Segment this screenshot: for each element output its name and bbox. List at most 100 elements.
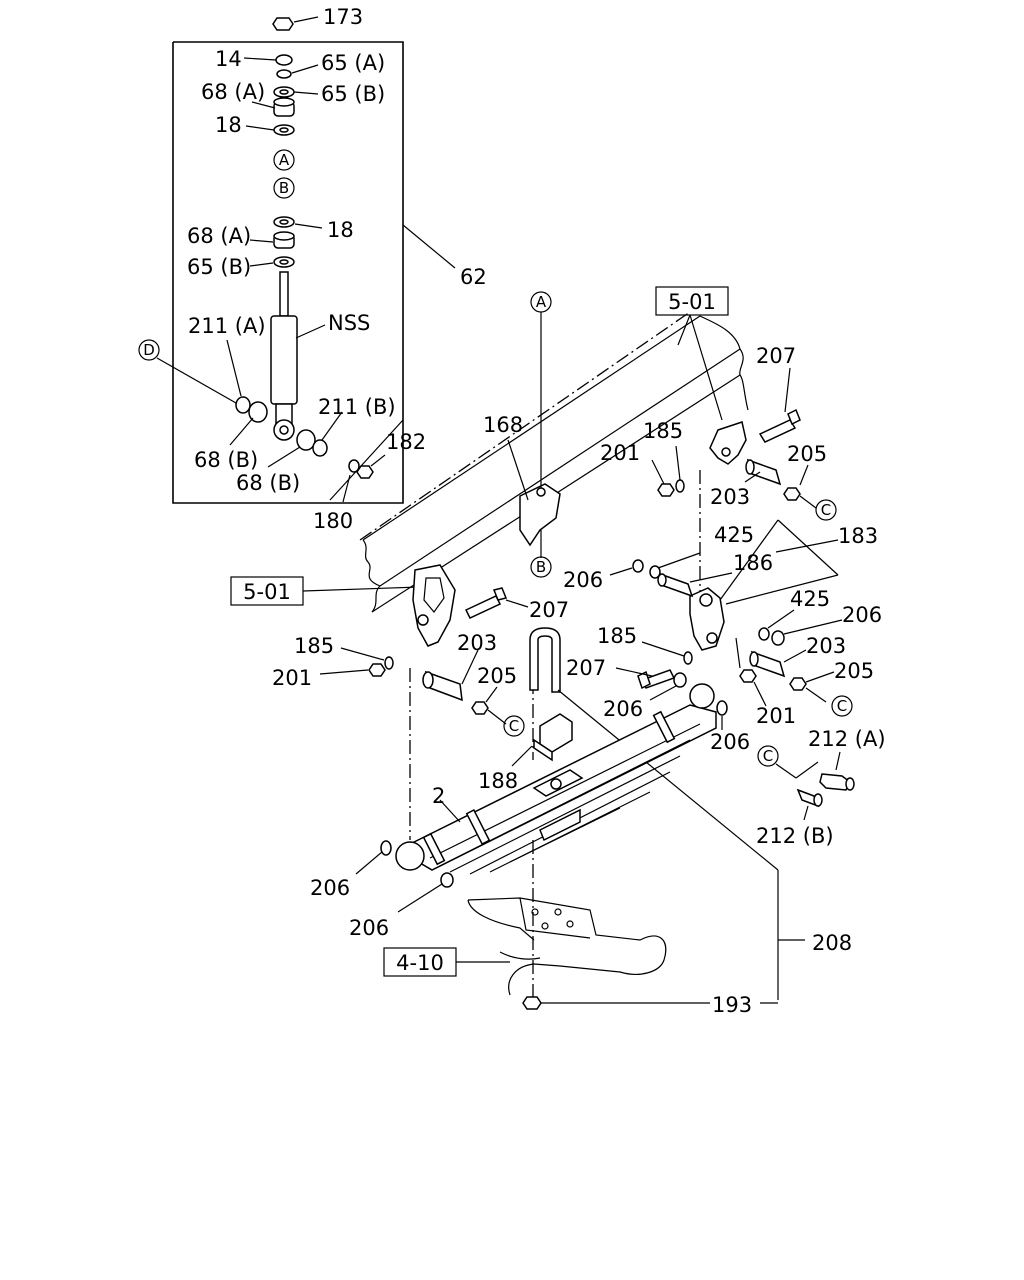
label-211b: 211 (B): [318, 395, 396, 419]
nut-205-front: [471, 701, 489, 715]
frame-centerline: [359, 311, 691, 541]
washer-206-front-b: [440, 872, 454, 888]
leader-62: [402, 224, 456, 269]
washer-425-left: [649, 565, 661, 579]
circle-D: D: [138, 339, 160, 361]
label-186: 186: [733, 551, 773, 575]
box-diagonal: [329, 419, 404, 501]
nut-205-rear-low: [789, 677, 807, 691]
frame-rail: [362, 315, 749, 613]
frame-bracket-168: [519, 483, 561, 547]
label-185-mid: 185: [597, 624, 637, 648]
label-212b: 212 (B): [756, 824, 834, 848]
svg-text:A: A: [279, 151, 290, 169]
nut-173: [272, 17, 294, 31]
label-180: 180: [313, 509, 353, 533]
label-207-front: 207: [529, 598, 569, 622]
circle-A-box: A: [273, 149, 295, 171]
label-206-left: 206: [563, 568, 603, 592]
bushing-186: [657, 572, 694, 598]
washer-206-front-a: [380, 840, 392, 856]
label-182: 182: [386, 430, 426, 454]
label-68a-low: 68 (A): [187, 224, 251, 248]
nut-205-rear-top: [783, 487, 801, 501]
label-205-front: 205: [477, 664, 517, 688]
svg-text:5-01: 5-01: [668, 290, 716, 314]
svg-text:A: A: [536, 293, 547, 311]
washer-206-mid: [673, 672, 687, 688]
label-206-low: 206: [710, 730, 750, 754]
washer-206-low: [716, 700, 728, 716]
label-193: 193: [712, 993, 752, 1017]
rear-hanger-bracket: [709, 421, 747, 465]
label-65b-low: 65 (B): [187, 255, 251, 279]
shock-kit-box: [172, 41, 404, 504]
shock-absorber: [270, 271, 298, 441]
washer-425-right: [758, 627, 770, 641]
label-68b-left: 68 (B): [194, 448, 258, 472]
washer-185-front: [384, 656, 394, 670]
svg-text:C: C: [763, 747, 773, 765]
circle-B-frame: B: [530, 556, 552, 578]
label-207-mid: 207: [566, 656, 606, 680]
nut-193: [522, 996, 542, 1010]
label-206-front-b: 206: [349, 916, 389, 940]
label-188: 188: [478, 769, 518, 793]
label-nss: NSS: [328, 311, 370, 335]
circle-C-rear-top: C: [815, 499, 837, 521]
axle-4-10: [467, 897, 667, 996]
svg-text:5-01: 5-01: [243, 580, 291, 604]
label-2: 2: [432, 784, 445, 808]
ref-box-4-10: 4-10: [383, 947, 457, 977]
nut-201-front: [368, 663, 386, 677]
label-201-front: 201: [272, 666, 312, 690]
circle-C-front: C: [503, 715, 525, 737]
label-206-front-a: 206: [310, 876, 350, 900]
grease-nipple-212b: [796, 788, 823, 808]
label-14: 14: [215, 47, 242, 71]
bolt-207-mid: [637, 669, 676, 690]
circle-C-rear-low: C: [831, 695, 853, 717]
label-68b-right: 68 (B): [236, 471, 300, 495]
leaf-spring-2: [395, 683, 717, 875]
label-173: 173: [323, 5, 363, 29]
svg-text:B: B: [536, 558, 546, 576]
washer-206-right: [771, 630, 785, 646]
shock-lower-bushings: [235, 396, 374, 479]
front-hanger-bracket: [412, 564, 456, 647]
svg-text:C: C: [509, 717, 519, 735]
ref-box-5-01-left: 5-01: [230, 576, 304, 606]
svg-text:D: D: [143, 341, 155, 359]
label-208: 208: [812, 931, 852, 955]
shackle-183: [689, 587, 725, 651]
circle-A-frame: A: [530, 291, 552, 313]
svg-text:C: C: [821, 501, 831, 519]
label-185-front: 185: [294, 634, 334, 658]
label-205-top: 205: [787, 442, 827, 466]
label-203-top: 203: [710, 485, 750, 509]
nut-201-top: [657, 483, 675, 497]
label-18-low: 18: [327, 218, 354, 242]
u-bolt-208: [529, 627, 561, 693]
shock-lower-stack: [273, 216, 295, 268]
label-185-top: 185: [643, 419, 683, 443]
label-62: 62: [460, 265, 487, 289]
svg-text:B: B: [279, 179, 289, 197]
ref-box-5-01-top: 5-01: [655, 286, 729, 316]
label-68a-top: 68 (A): [201, 80, 265, 104]
label-203-front: 203: [457, 631, 497, 655]
label-205-rear: 205: [834, 659, 874, 683]
label-201-rear: 201: [756, 704, 796, 728]
svg-text:C: C: [837, 697, 847, 715]
label-201-top: 201: [600, 441, 640, 465]
washer-185-mid: [683, 651, 693, 665]
pin-203-front: [422, 670, 463, 702]
label-211a: 211 (A): [188, 314, 266, 338]
circle-C-grease: C: [757, 745, 779, 767]
label-212a: 212 (A): [808, 727, 886, 751]
label-206-right: 206: [842, 603, 882, 627]
svg-text:4-10: 4-10: [396, 951, 444, 975]
circle-B-box: B: [273, 177, 295, 199]
